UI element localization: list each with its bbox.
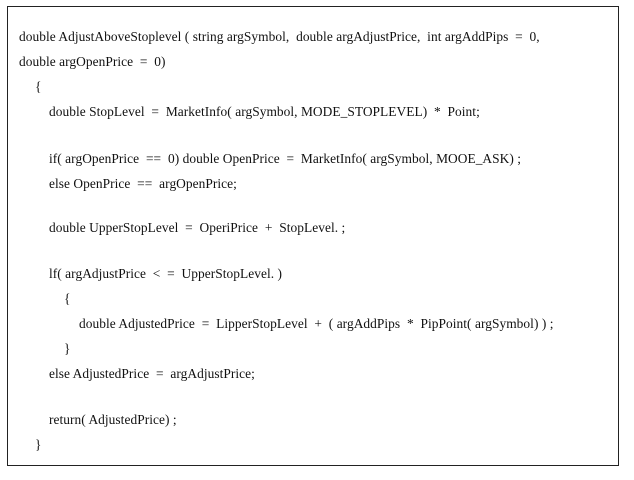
code-line-3: { <box>35 79 42 94</box>
code-line-12: else AdjustedPrice = argAdjustPrice; <box>49 366 255 381</box>
code-listing-box <box>7 6 619 466</box>
code-line-4: double StopLevel = MarketInfo( argSymbol… <box>49 104 480 119</box>
code-line-14: } <box>35 437 42 452</box>
code-line-2: double argOpenPrice = 0) <box>19 54 166 69</box>
code-line-9: { <box>64 291 71 306</box>
code-line-13: return( AdjustedPrice) ; <box>49 412 177 427</box>
code-line-6: else OpenPrice == argOpenPrice; <box>49 176 237 191</box>
code-line-11: } <box>64 341 71 356</box>
code-line-8: lf( argAdjustPrice < = UpperStopLevel. ) <box>49 266 283 281</box>
code-line-10: double AdjustedPrice = LipperStopLevel +… <box>79 316 554 331</box>
code-line-7: double UpperStopLevel = OperiPrice + Sto… <box>49 220 346 235</box>
code-line-5: if( argOpenPrice == 0) double OpenPrice … <box>49 151 522 166</box>
code-line-1: double AdjustAboveStoplevel ( string arg… <box>19 29 540 44</box>
